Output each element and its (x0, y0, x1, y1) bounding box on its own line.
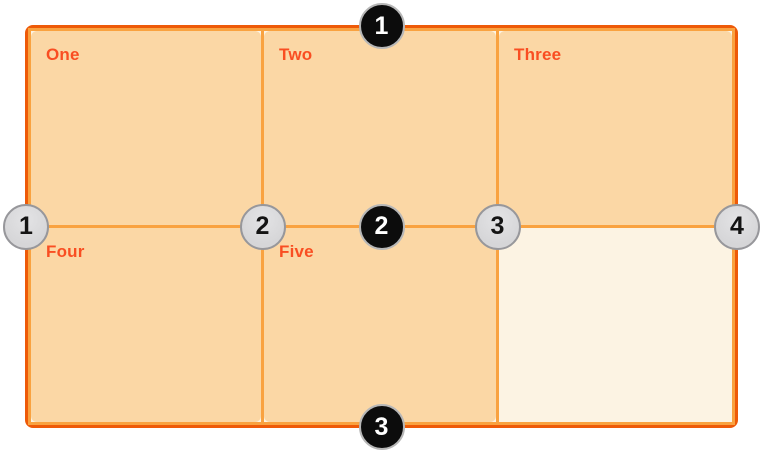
column-line-1-marker: 1 (3, 203, 49, 250)
cell-four-label: Four (46, 242, 85, 261)
grid-cell-four: Four (31, 228, 261, 422)
grid-container: One Two Three Four Five 1 2 3 1 2 3 4 (3, 3, 760, 450)
grid-cell-one: One (31, 31, 261, 225)
row-line-3-number: 3 (374, 412, 389, 441)
column-line-1-number: 1 (19, 212, 33, 240)
cell-one-label: One (46, 45, 80, 64)
cell-three-label: Three (514, 45, 562, 64)
grid-cell-three: Three (499, 31, 732, 225)
cell-five-label: Five (279, 242, 314, 261)
grid-cell-two: Two (264, 31, 496, 225)
row-line-1-number: 1 (374, 11, 389, 40)
column-line-2-number: 2 (255, 212, 270, 240)
column-line-2-marker: 2 (239, 203, 286, 250)
column-line-4-marker: 4 (714, 203, 760, 250)
row-line-2-number: 2 (374, 212, 389, 240)
grid-cell-five: Five (264, 228, 496, 422)
row-line-1-marker: 1 (358, 3, 405, 49)
column-line-3-marker: 3 (474, 203, 521, 250)
column-line-4-number: 4 (730, 212, 744, 240)
cell-two-label: Two (279, 45, 313, 64)
column-line-3-number: 3 (490, 212, 505, 240)
row-line-2-marker: 2 (358, 203, 405, 250)
row-line-3-marker: 3 (358, 404, 405, 450)
